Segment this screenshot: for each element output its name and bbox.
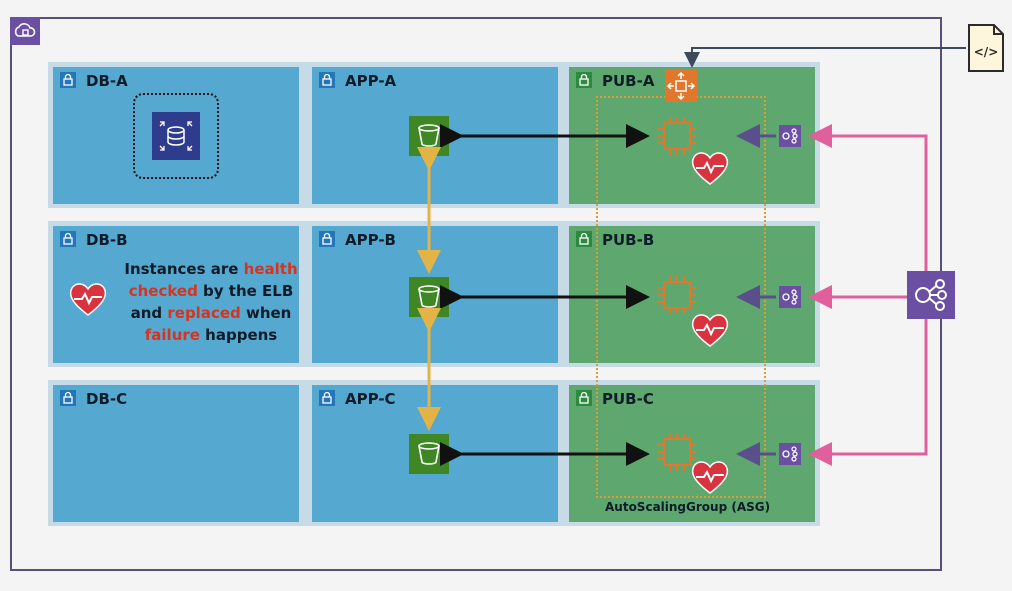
elb-endpoint-icon	[779, 443, 801, 465]
elb-endpoint-icon	[779, 125, 801, 147]
elb-icon	[907, 271, 955, 319]
health-heart-icon	[690, 312, 730, 348]
ec2-instance-icon	[654, 429, 700, 475]
health-heart-icon	[68, 281, 108, 317]
elb-to-pub-c-line	[808, 295, 928, 466]
health-heart-icon	[690, 459, 730, 495]
subnet-label: PUB-C	[602, 390, 654, 408]
rds-dotted-boundary	[133, 93, 219, 179]
subnet-label: APP-B	[345, 231, 396, 249]
svg-text:</>: </>	[974, 45, 999, 59]
lock-icon	[60, 390, 76, 406]
subnet-label: DB-A	[86, 72, 128, 90]
lock-icon	[576, 72, 592, 88]
vpc-cloud-icon	[10, 17, 40, 45]
launch-template-arrow	[684, 47, 966, 68]
subnet-label: DB-B	[86, 231, 128, 249]
subnet-db-c: DB-C	[53, 385, 299, 522]
subnet-label: APP-C	[345, 390, 396, 408]
asg-label: AutoScalingGroup (ASG)	[605, 500, 771, 514]
subnet-label: DB-C	[86, 390, 128, 408]
ec2-instance-icon	[654, 113, 700, 159]
lock-icon	[576, 390, 592, 406]
launch-template-document-icon: </>	[966, 22, 1006, 74]
rds-icon	[152, 112, 200, 160]
lock-icon	[319, 390, 335, 406]
subnet-db-a: DB-A	[53, 67, 299, 204]
lock-icon	[319, 231, 335, 247]
lock-icon	[60, 231, 76, 247]
subnet-label: PUB-B	[602, 231, 655, 249]
ec2-instance-icon	[654, 272, 700, 318]
health-heart-icon	[690, 150, 730, 186]
health-check-description: Instances are health checked by the ELB …	[124, 260, 298, 344]
lock-icon	[319, 72, 335, 88]
subnet-label: APP-A	[345, 72, 397, 90]
subnet-label: PUB-A	[602, 72, 655, 90]
elb-endpoint-icon	[779, 286, 801, 308]
lock-icon	[60, 72, 76, 88]
auto-scaling-icon	[665, 70, 697, 102]
lock-icon	[576, 231, 592, 247]
